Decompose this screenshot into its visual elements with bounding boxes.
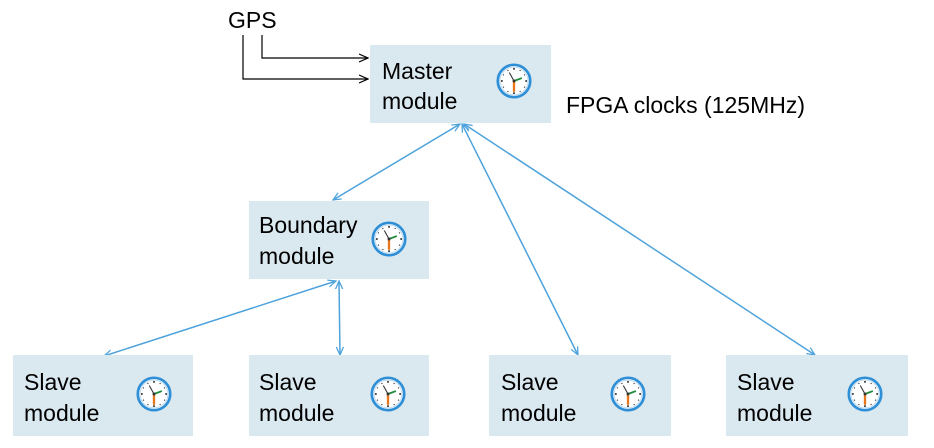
clock-icon [371,221,407,257]
module-label-line2: module [382,88,458,114]
module-label-line2: module [24,400,100,426]
clock-icon [610,376,646,412]
module-label-line1: Slave [737,369,795,395]
module-label-line1: Master [382,58,453,84]
link-boundary-slave1 [104,281,336,356]
module-label-line1: Slave [501,369,559,395]
module-label-line2: module [501,400,577,426]
module-label-line1: Boundary [259,212,358,238]
clock-icon [136,376,172,412]
slave-module-3: Slave module [489,355,671,436]
gps-link-upper [261,35,368,58]
module-label-line2: module [737,400,813,426]
module-label-line2: module [259,400,335,426]
gps-link-lower [242,35,368,79]
fpga-clocks-label: FPGA clocks (125MHz) [566,92,805,118]
link-master-boundary [333,124,460,200]
clock-icon [847,376,883,412]
slave-module-1: Slave module [13,355,193,436]
clock-icon [370,376,406,412]
link-boundary-slave2 [339,281,340,355]
gps-label: GPS [228,7,277,33]
slave-module-2: Slave module [249,355,429,436]
clock-icon [496,63,532,99]
module-label-line1: Slave [259,369,317,395]
module-label-line1: Slave [24,369,82,395]
link-master-slave3 [462,124,578,355]
slave-module-4: Slave module [726,355,908,436]
link-master-slave4 [464,124,815,355]
module-label-line2: module [259,243,335,269]
boundary-module: Boundary module [249,201,429,279]
master-module: Master module [370,45,551,123]
